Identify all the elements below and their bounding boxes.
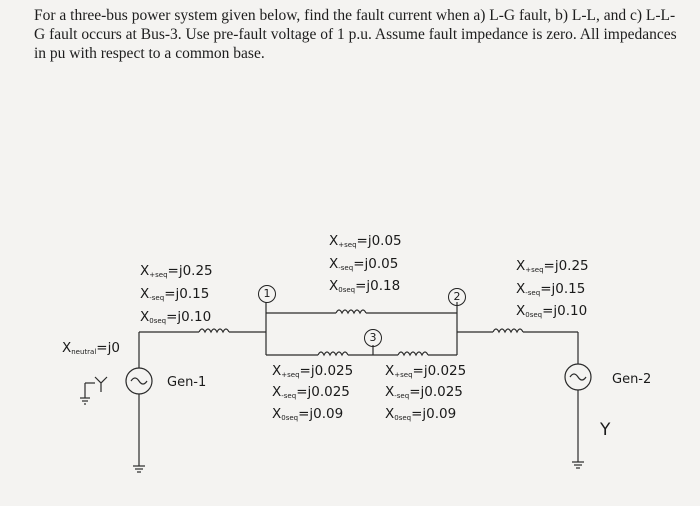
gen1-neg-seq: X-seq=j0.15: [140, 286, 210, 302]
gen2-wye-symbol: Y: [600, 420, 611, 440]
gen2-neg-seq: X-seq=j0.15: [516, 281, 586, 297]
line32-pos-seq: X+seq=j0.025: [385, 363, 467, 379]
gen2-zero-seq: X0seq=j0.10: [516, 303, 588, 319]
bus-1-marker: 1: [258, 285, 276, 303]
line12-zero-seq: X0seq=j0.18: [329, 278, 401, 294]
line13-pos-seq: X+seq=j0.025: [272, 363, 354, 379]
line13-neg-seq: X-seq=j0.025: [272, 384, 350, 400]
gen1-sine-icon: [130, 377, 148, 385]
line32-reactance-icon: [397, 351, 429, 357]
gen2-label: Gen-2: [612, 372, 652, 387]
line13-zero-seq: X0seq=j0.09: [272, 406, 344, 422]
gen1-zero-seq: X0seq=j0.10: [140, 309, 212, 325]
problem-statement: For a three-bus power system given below…: [34, 7, 677, 62]
line12-neg-seq: X-seq=j0.05: [329, 256, 399, 272]
line32-zero-seq: X0seq=j0.09: [385, 406, 457, 422]
bus-2-marker: 2: [448, 288, 466, 306]
gen1-neutral-reactance: Xneutral=j0: [62, 340, 120, 356]
gen2-pos-seq: X+seq=j0.25: [516, 258, 589, 274]
gen1-label: Gen-1: [167, 375, 207, 390]
bus-3-marker: 3: [364, 329, 382, 347]
gen2-sine-icon: [569, 373, 587, 381]
gen1-reactance-icon: [198, 328, 230, 334]
line32-neg-seq: X-seq=j0.025: [385, 384, 463, 400]
line12-pos-seq: X+seq=j0.05: [329, 233, 402, 249]
line12-reactance-icon: [335, 309, 367, 315]
gen1-pos-seq: X+seq=j0.25: [140, 263, 213, 279]
line13-reactance-icon: [317, 351, 349, 357]
gen2-reactance-icon: [492, 328, 524, 334]
